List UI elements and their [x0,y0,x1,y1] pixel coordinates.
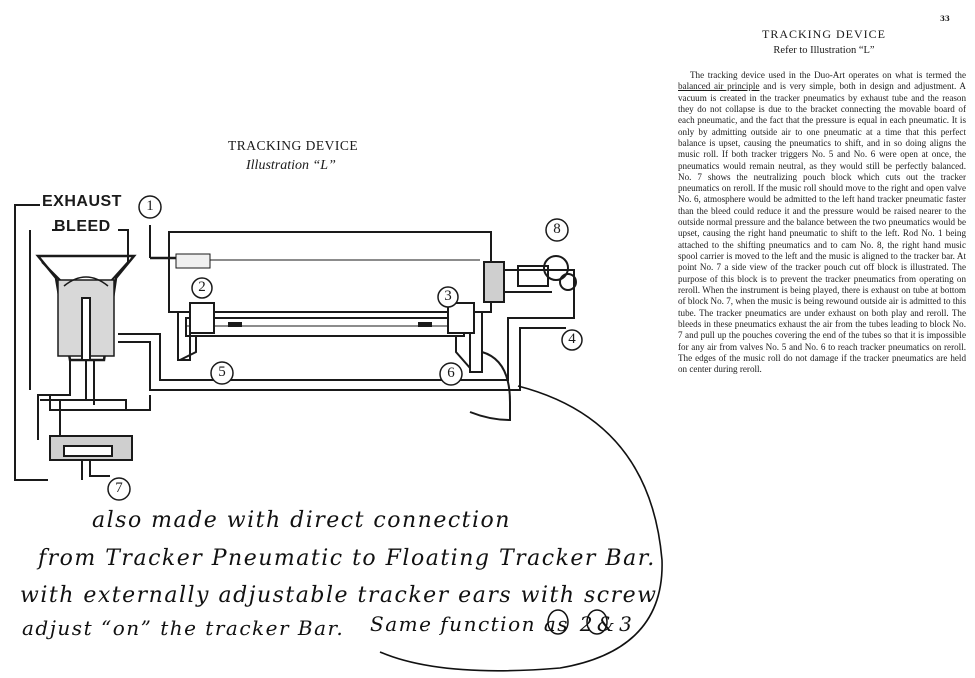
exhaust-label: EXHAUST [42,193,122,210]
handwritten-ampersand: & [596,612,617,636]
bleed-funnel [35,254,137,362]
callout-2: 2 [198,279,206,295]
callout-3: 3 [444,288,452,304]
handwritten-circled-3: 3 [619,612,634,636]
article-title: TRACKING DEVICE [762,27,886,41]
callout-7: 7 [115,480,123,496]
handwritten-circled-2: 2 [579,612,595,636]
handwritten-curve [379,385,663,672]
exhaust-tube-line [14,204,48,481]
bleed-label: BLEED [54,218,111,235]
handwritten-same-function: Same function as [370,612,570,636]
callout-6: 6 [447,365,455,381]
illustration-subtitle: Illustration “L” [246,158,336,173]
illustration-title: TRACKING DEVICE [228,138,359,153]
body-text-start: The tracking device used in the Duo-Art … [690,70,966,80]
handwritten-line-4: adjust “on” the tracker Bar. [22,616,345,640]
callout-4: 4 [568,331,576,347]
handwritten-line-2: from Tracker Pneumatic to Floating Track… [38,546,656,571]
page-number: 33 [940,14,950,23]
article-body: The tracking device used in the Duo-Art … [678,70,966,375]
handwritten-line-3: with externally adjustable tracker ears … [20,583,658,608]
body-text-rest: and is very simple, both in design and a… [678,81,966,375]
callout-1: 1 [146,198,154,214]
article-subtitle: Refer to Illustration “L” [773,45,875,56]
handwritten-line-1: also made with direct connection [92,508,511,533]
callout-8: 8 [553,221,561,237]
body-text-underlined: balanced air principle [678,81,760,92]
callout-5: 5 [218,364,226,380]
handwritten-line-5: Same function as 2&3 [370,612,636,636]
